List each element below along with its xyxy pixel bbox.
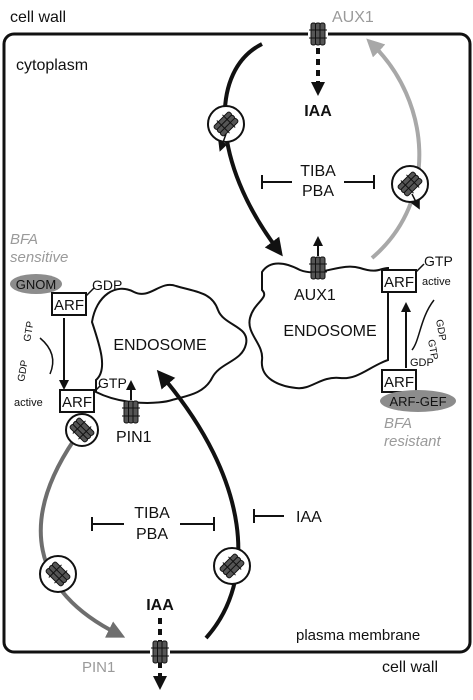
arf-left-top-box bbox=[51, 292, 87, 316]
aux1-recycling-arc bbox=[366, 38, 422, 260]
pba-upper-label: PBA bbox=[302, 183, 334, 200]
arf-left-bottom-box bbox=[59, 389, 95, 413]
gdp-right-small2-label: GDP bbox=[410, 357, 434, 369]
gdp-right-small-label: GDP bbox=[433, 319, 448, 343]
aux1-transporter-top bbox=[308, 22, 328, 46]
gnom-pill bbox=[10, 274, 62, 294]
plasma-membrane-label: plasma membrane bbox=[296, 627, 420, 644]
endosome-left-label: ENDOSOME bbox=[113, 337, 206, 354]
cytoplasm-label: cytoplasm bbox=[16, 57, 88, 74]
iaa-top-label: IAA bbox=[304, 103, 332, 120]
arf-gef-label: ARF-GEF bbox=[389, 394, 446, 409]
arf-right-bottom-label: ARF bbox=[384, 374, 414, 391]
active-left-label: active bbox=[14, 397, 43, 409]
arf-left-bottom-label: ARF bbox=[62, 394, 92, 411]
gtp-right-small-label: GTP bbox=[425, 339, 439, 361]
iaa-bottom-label: IAA bbox=[146, 597, 174, 614]
gdp-left-small-label: GDP bbox=[16, 359, 31, 383]
plasma-membrane-outline bbox=[2, 32, 472, 654]
aux1-right-label: AUX1 bbox=[294, 287, 336, 304]
gtp-left-small-label: GTP bbox=[22, 320, 36, 342]
tiba-upper-label: TIBA bbox=[300, 163, 336, 180]
bfa-resistant-label-2: resistant bbox=[384, 433, 442, 450]
active-right-label: active bbox=[422, 276, 451, 288]
bfa-resistant-label-1: BFA bbox=[384, 415, 412, 432]
endosome-right-label: ENDOSOME bbox=[283, 323, 376, 340]
pba-lower-label: PBA bbox=[136, 526, 168, 543]
bfa-sensitive-label-1: BFA bbox=[10, 231, 38, 248]
tiba-lower-label: TIBA bbox=[134, 505, 170, 522]
gnom-label: GNOM bbox=[16, 277, 56, 292]
cell-wall-top-label: cell wall bbox=[10, 9, 66, 26]
pin1-endocytosis-arc bbox=[156, 369, 241, 640]
pin1-recycling-arc bbox=[38, 438, 126, 638]
aux1-on-right-endosome bbox=[308, 256, 328, 280]
pin1-label: PIN1 bbox=[116, 429, 152, 446]
gtp-right-top-label: GTP bbox=[424, 253, 453, 269]
arf-left-top-label: ARF bbox=[54, 297, 84, 314]
pin1-on-left-endosome bbox=[121, 400, 141, 424]
arf-left-gtp-gdp-curve bbox=[39, 337, 54, 375]
arf-right-gdp-gtp-curve bbox=[411, 299, 435, 351]
pin1-transporter-bottom bbox=[150, 640, 170, 664]
arf-right-top-label: ARF bbox=[384, 274, 414, 291]
pin1-bottom-label: PIN1 bbox=[82, 659, 115, 676]
left-endosome bbox=[90, 283, 248, 404]
arf-right-top-box bbox=[381, 269, 417, 293]
gtp-left-lower-label: GTP bbox=[98, 375, 127, 391]
aux1-top-label: AUX1 bbox=[332, 9, 374, 26]
iaa-inhibitor-label: IAA bbox=[296, 509, 322, 526]
bfa-sensitive-label-2: sensitive bbox=[10, 249, 68, 266]
arf-gef-pill bbox=[380, 390, 456, 412]
aux1-endocytosis-arc bbox=[222, 42, 283, 257]
cell-wall-bottom-label: cell wall bbox=[382, 659, 438, 676]
